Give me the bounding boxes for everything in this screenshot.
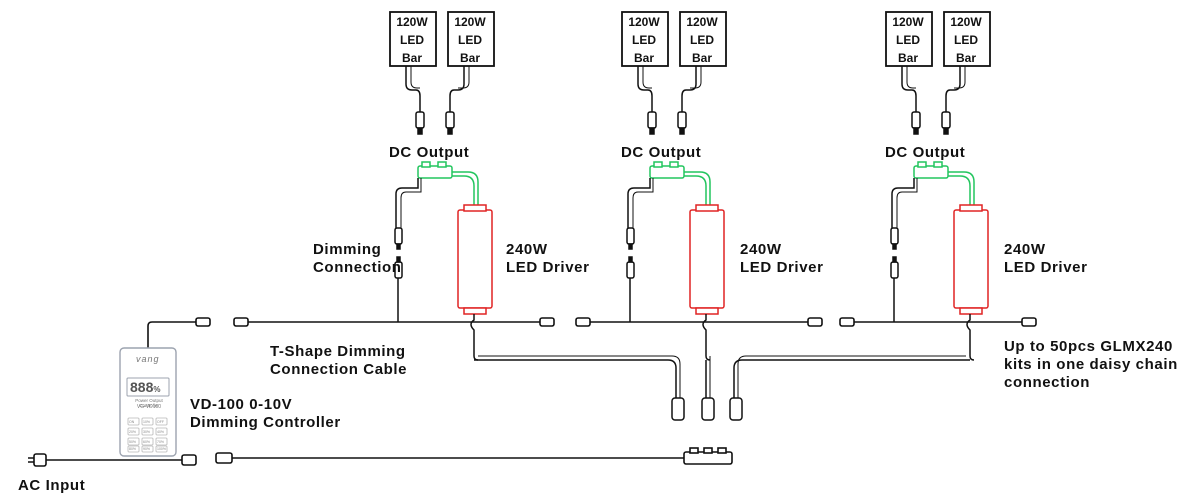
dc-output-label: DC Output xyxy=(389,144,470,161)
daisy-line-3: connection xyxy=(1004,374,1091,391)
controller-label: VD-100 0-10V Dimming Controller xyxy=(190,396,341,432)
bar-word: Bar xyxy=(691,51,712,65)
bar-wattage: 120W xyxy=(892,15,924,29)
bar-word: Bar xyxy=(401,51,422,65)
bar-wattage: 120W xyxy=(396,15,428,29)
controller-button: 50% xyxy=(129,440,137,444)
dimming-line-2: Connection xyxy=(313,259,402,276)
controller-button: 10% xyxy=(143,420,151,424)
bar-type: LED xyxy=(632,33,656,47)
led-bar-1a: 120W LED Bar xyxy=(390,13,434,67)
bar-wattage: 120W xyxy=(628,15,660,29)
controller-button: 30% xyxy=(143,430,151,434)
driver-wattage: 240W xyxy=(506,241,548,258)
driver-name: LED Driver xyxy=(506,259,590,276)
driver-wattage: 240W xyxy=(1004,241,1046,258)
bar-type: LED xyxy=(400,33,424,47)
bar-type: LED xyxy=(954,33,978,47)
controller-model: VG-VD100 xyxy=(136,404,162,410)
daisy-chain-note: Up to 50pcs GLMX240 kits in one daisy ch… xyxy=(1004,338,1178,392)
ac-input-label: AC Input xyxy=(18,477,86,494)
led-bar-2a: 120W LED Bar xyxy=(622,13,666,67)
driver-label: 240W LED Driver xyxy=(1004,241,1088,277)
controller-button: 100% xyxy=(157,447,166,451)
controller-caption: Power Output Controller xyxy=(135,398,163,408)
controller-button: 90% xyxy=(143,447,151,451)
driver-name: LED Driver xyxy=(1004,259,1088,276)
daisy-line-2: kits in one daisy chain xyxy=(1004,356,1178,373)
controller-brand: vang xyxy=(136,354,160,364)
controller-button: OFF xyxy=(157,420,164,424)
controller-button: ON xyxy=(129,420,135,424)
led-bar-2b: 120W LED Bar xyxy=(680,13,724,67)
controller-display: 888% xyxy=(130,378,160,399)
driver-label: 240W LED Driver xyxy=(506,241,590,277)
daisy-line-1: Up to 50pcs GLMX240 xyxy=(1004,338,1173,355)
controller-button-grid xyxy=(127,417,168,453)
controller-button: 40% xyxy=(157,430,165,434)
vd100-controller xyxy=(119,347,177,457)
led-bar-3a: 120W LED Bar xyxy=(886,13,930,67)
bar-wattage: 120W xyxy=(454,15,486,29)
bar-type: LED xyxy=(690,33,714,47)
t-shape-cable xyxy=(147,317,1037,348)
bar-type: LED xyxy=(458,33,482,47)
bar-word: Bar xyxy=(633,51,654,65)
ac-cables xyxy=(474,355,970,421)
dimming-line-1: Dimming xyxy=(313,241,382,258)
bar-word: Bar xyxy=(459,51,480,65)
controller-button: 60% xyxy=(143,440,151,444)
controller-line-2: Dimming Controller xyxy=(190,414,341,431)
t-shape-line-2: Connection Cable xyxy=(270,361,408,378)
t-shape-label: T-Shape Dimming Connection Cable xyxy=(270,343,407,379)
ac-splitter xyxy=(28,447,733,467)
driver-label: 240W LED Driver xyxy=(740,241,824,277)
led-bar-3b: 120W LED Bar xyxy=(944,13,988,67)
dc-output-label: DC Output xyxy=(621,144,702,161)
driver-name: LED Driver xyxy=(740,259,824,276)
display-percent: % xyxy=(153,385,161,394)
driver-wattage: 240W xyxy=(740,241,782,258)
controller-button: 70% xyxy=(157,440,165,444)
led-bar-1b: 120W LED Bar xyxy=(448,13,492,67)
bar-word: Bar xyxy=(955,51,976,65)
controller-button: 80% xyxy=(129,447,137,451)
dimming-connection-label: Dimming Connection xyxy=(313,241,402,277)
bar-wattage: 120W xyxy=(950,15,982,29)
bar-type: LED xyxy=(896,33,920,47)
controller-line-1: VD-100 0-10V xyxy=(190,396,293,413)
t-shape-line-1: T-Shape Dimming xyxy=(270,343,406,360)
dc-output-label: DC Output xyxy=(885,144,966,161)
display-digits: 888 xyxy=(130,379,154,395)
bar-wattage: 120W xyxy=(686,15,718,29)
controller-button: 20% xyxy=(129,430,137,434)
bar-word: Bar xyxy=(897,51,918,65)
